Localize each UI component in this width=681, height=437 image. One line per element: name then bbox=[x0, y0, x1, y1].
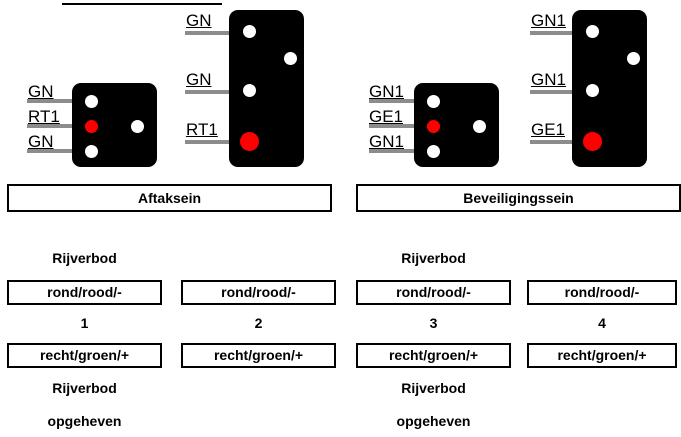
bottom-note: Rijverbod bbox=[401, 380, 466, 396]
lamp-label: GN bbox=[186, 70, 212, 89]
state-box-round-red: rond/rood/- bbox=[527, 280, 677, 305]
wire bbox=[369, 99, 421, 103]
lamp-white bbox=[85, 95, 98, 108]
wire bbox=[185, 140, 235, 144]
wire bbox=[530, 31, 580, 35]
wire bbox=[185, 31, 235, 35]
lamp-label: GN bbox=[186, 11, 212, 30]
lamp-white bbox=[284, 52, 297, 65]
state-box-straight-green: recht/groen/+ bbox=[181, 343, 336, 368]
lamp-white bbox=[473, 120, 486, 133]
state-box-round-red: rond/rood/- bbox=[7, 280, 162, 305]
state-box-straight-green: recht/groen/+ bbox=[527, 343, 677, 368]
wire bbox=[530, 90, 580, 94]
column-number: 3 bbox=[429, 315, 438, 331]
column-number: 2 bbox=[254, 315, 263, 331]
lamp-red bbox=[85, 120, 98, 133]
caption-aftaksein: Aftaksein bbox=[7, 184, 332, 212]
bottom-note: opgeheven bbox=[47, 413, 122, 429]
bottom-note: opgeheven bbox=[396, 413, 471, 429]
lamp-label: GN bbox=[28, 82, 54, 101]
lamp-label: GN1 bbox=[531, 11, 566, 30]
wire bbox=[27, 124, 79, 128]
top-rule bbox=[62, 3, 222, 5]
lamp-white bbox=[627, 52, 640, 65]
lamp-label: GN1 bbox=[369, 132, 404, 151]
state-box-round-red: rond/rood/- bbox=[356, 280, 511, 305]
wire bbox=[369, 124, 421, 128]
column-number: 4 bbox=[598, 315, 606, 331]
wire bbox=[369, 149, 421, 153]
signal-head bbox=[72, 83, 157, 167]
signal-head bbox=[572, 10, 647, 167]
top-note: Rijverbod bbox=[401, 250, 466, 266]
lamp-label: GE1 bbox=[531, 120, 566, 139]
wire bbox=[185, 90, 235, 94]
lamp-white bbox=[427, 145, 440, 158]
state-box-round-red: rond/rood/- bbox=[181, 280, 336, 305]
wire bbox=[530, 140, 580, 144]
wire bbox=[27, 149, 79, 153]
lamp-label: GN1 bbox=[531, 70, 566, 89]
bottom-note: Rijverbod bbox=[52, 380, 117, 396]
lamp-white bbox=[427, 95, 440, 108]
lamp-white bbox=[586, 84, 599, 97]
state-box-straight-green: recht/groen/+ bbox=[7, 343, 162, 368]
signal-head bbox=[229, 10, 304, 167]
top-note: Rijverbod bbox=[52, 250, 117, 266]
lamp-label: RT1 bbox=[28, 107, 60, 126]
lamp-red bbox=[427, 120, 440, 133]
lamp-white bbox=[243, 84, 256, 97]
lamp-white bbox=[586, 25, 599, 38]
lamp-label: GN bbox=[28, 132, 54, 151]
signal-head bbox=[414, 83, 499, 167]
column-number: 1 bbox=[80, 315, 89, 331]
lamp-white bbox=[131, 120, 144, 133]
lamp-label: GN1 bbox=[369, 82, 404, 101]
lamp-label: GE1 bbox=[369, 107, 404, 126]
lamp-label: RT1 bbox=[186, 120, 218, 139]
caption-beveiligingssein: Beveiligingssein bbox=[356, 184, 681, 212]
lamp-red bbox=[583, 132, 602, 151]
wire bbox=[27, 99, 79, 103]
state-box-straight-green: recht/groen/+ bbox=[356, 343, 511, 368]
lamp-red bbox=[240, 132, 259, 151]
lamp-white bbox=[85, 145, 98, 158]
lamp-white bbox=[243, 25, 256, 38]
